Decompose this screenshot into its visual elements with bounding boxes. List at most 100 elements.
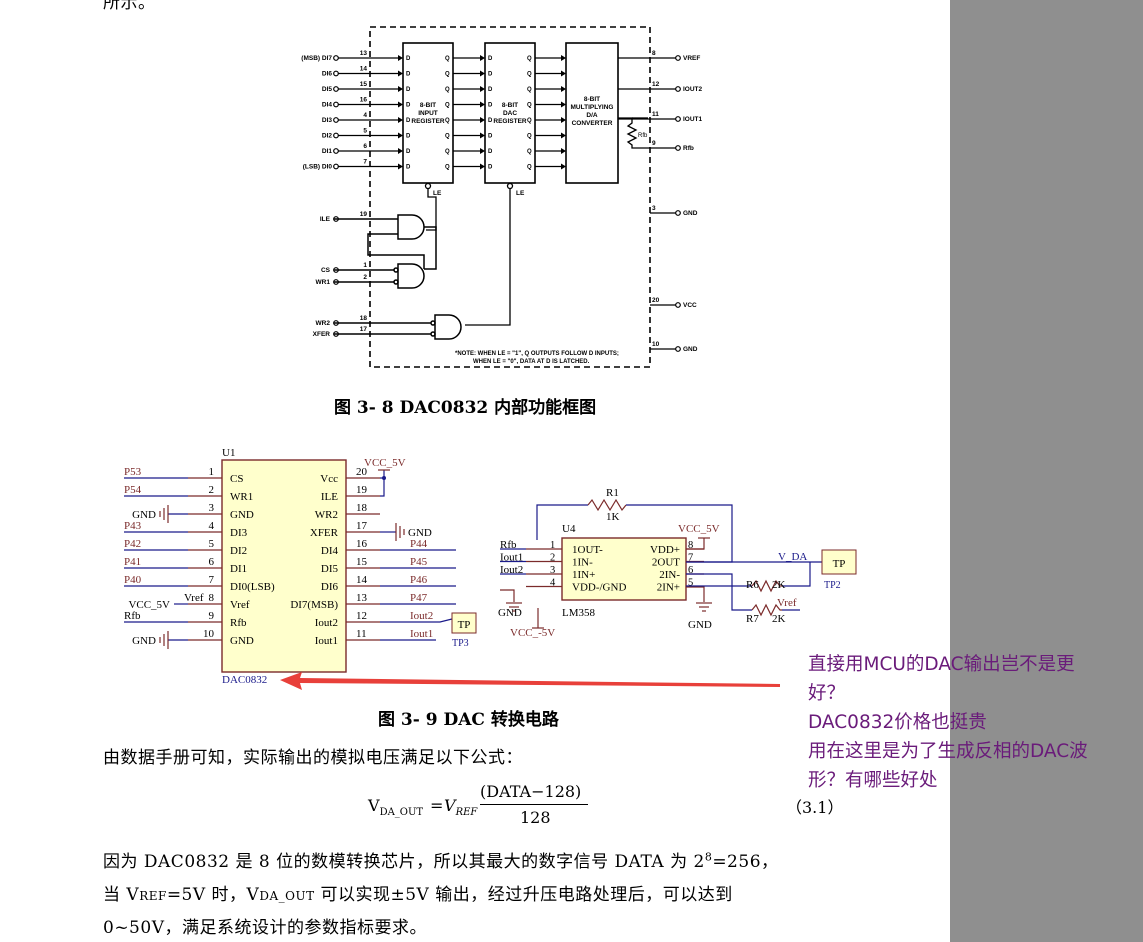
f1-d-label: D [406,72,411,78]
u1-right-pin-name: DI4 [321,545,339,557]
comment-line-3: DAC0832价格也挺贵 [808,712,987,733]
f1-arrow-head [398,86,403,92]
f1-right-pin-label: GND [683,210,698,217]
dac-conversion-circuit: U1 DAC0832 VCC_5V 1CSP532WR1P543GNDGND4D… [124,447,857,686]
r7-value: 2K [772,613,786,625]
u4-net-label: Rfb [500,539,517,551]
u1-right-pin-name: Vcc [320,473,338,485]
comment-arrow [280,672,780,690]
u1-left-pin-name: CS [230,473,243,485]
formula-3-1: VDA_OUT = VREF (DATA−128) 128 （3.1） [368,780,848,828]
u1-left-pin-name: GND [230,509,254,521]
f1-d-label: D [488,56,493,62]
f1-arrow-head [398,117,403,123]
input-reg-label-1: 8-BIT [420,102,436,109]
f1-d-label: D [406,87,411,93]
f1-arrow-head [398,132,403,139]
dac-reg-label-3: REGISTER [493,118,527,125]
f1-q-label: Q [527,165,532,171]
f1-right-pin-label: Rfb [683,145,694,152]
u4-left-pin-name: 1OUT- [572,544,603,556]
f1-arrow-head [561,132,566,139]
f1-right-pin-label: VREF [683,55,700,62]
u1-right-pin-num: 16 [356,538,368,550]
f1-left-pin-label: DI3 [322,117,333,124]
f1-right-pin-label: VCC [683,302,697,309]
and-gate-3 [434,314,462,340]
f1-arrow-head [561,70,566,77]
f1-right-pin-num: 10 [652,341,660,348]
review-comment[interactable]: 直接用MCU的DAC输出岂不是更 好？ DAC0832价格也挺贵 用在这里是为了… [808,650,1138,795]
f1-pin-dot [333,331,339,337]
u1-part: DAC0832 [222,674,267,686]
u1-vcc-left: VCC_5V [128,599,170,611]
f1-left-pin-num: 15 [360,81,368,88]
le-label-1: LE [433,190,442,197]
u1-right-pin-num: 13 [356,592,368,604]
f1-ctrl-pin-num: 17 [360,326,368,333]
note-line-2: WHEN LE = "0", DATA AT D IS LATCHED. [473,359,590,365]
f1-d-label: D [406,118,411,124]
comment-line-2: 好？ [808,683,846,704]
u4-left-pin-num: 2 [550,553,555,564]
f1-pin-dot [333,86,339,92]
u1-left-pin-num: 3 [209,502,215,514]
u1-gnd-label: GND [132,635,156,647]
f1-q-label: Q [527,87,532,93]
u4-left-pin-num: 3 [550,565,555,576]
f1-q-label: Q [445,134,450,140]
f1-arrow-head [398,163,403,170]
document-page [0,0,950,942]
comment-line-1: 直接用MCU的DAC输出岂不是更 [808,654,1075,675]
u1-left-pin-name: Vref [230,599,250,611]
tp3-box [451,612,477,634]
u4-right-pin-num: 8 [688,540,693,551]
u1-right-pin-num: 18 [356,502,368,514]
u1-right-pin-name: ILE [321,491,338,503]
tp2-label: TP [833,558,846,570]
f1-ctrl-pin-label: XFER [313,331,331,338]
f1-q-label: Q [445,87,450,93]
top-text-fragment: 所示。 [103,0,156,13]
u4-net-label: Iout2 [500,564,523,576]
formula-eq: = [430,796,444,815]
f1-left-pin-label: (MSB) DI7 [301,55,332,62]
u1-left-pin-name: Rfb [230,617,247,629]
f1-left-pin-num: 4 [363,112,367,119]
f1-q-label: Q [527,103,532,109]
u1-right-pin-name: Iout2 [315,617,338,629]
u4-gnd-left: GND [498,607,522,619]
formula-number: （3.1） [786,798,844,817]
r1-value: 1K [606,511,620,523]
u1-left-pin-name: GND [230,635,254,647]
u1-right-pin-num: 15 [356,556,368,568]
u1-right-pin-name: DI5 [321,563,339,575]
f1-pin-dot [333,117,339,123]
f1-d-label: D [488,165,493,171]
u1-gnd-label: GND [132,509,156,521]
f1-pin-dot [333,55,339,61]
r6-value: 2K [772,579,786,591]
f1-left-pin-label: DI5 [322,86,333,93]
dac-reg-label-1: 8-BIT [502,102,518,109]
r6-ref: R6 [746,579,759,591]
u1-left-pin-num: 5 [209,538,215,550]
u1-right-pin-name: DI6 [321,581,339,593]
f1-ctrl-pin-num: 1 [363,262,367,269]
f1-arrow-head [398,148,403,154]
f1-q-label: Q [445,149,450,155]
f1-ctrl-pin-label: CS [321,267,331,274]
f1-left-pin-num: 6 [363,143,367,150]
f1-d-label: D [406,103,411,109]
f1-pin-dot [675,55,681,61]
f1-d-label: D [488,72,493,78]
f1-pin-dot [675,116,681,122]
formula-lhs: VDA_OUT [368,796,424,819]
f1-d-label: D [488,149,493,155]
f1-ctrl-pin-label: WR1 [316,279,331,286]
formula-fraction-bar [480,804,588,805]
f1-ctrl-pin-num: 18 [360,315,368,322]
f1-d-label: D [488,118,493,124]
f1-left-pin-num: 13 [360,50,368,57]
u1-right-pin-num: 12 [356,610,367,622]
